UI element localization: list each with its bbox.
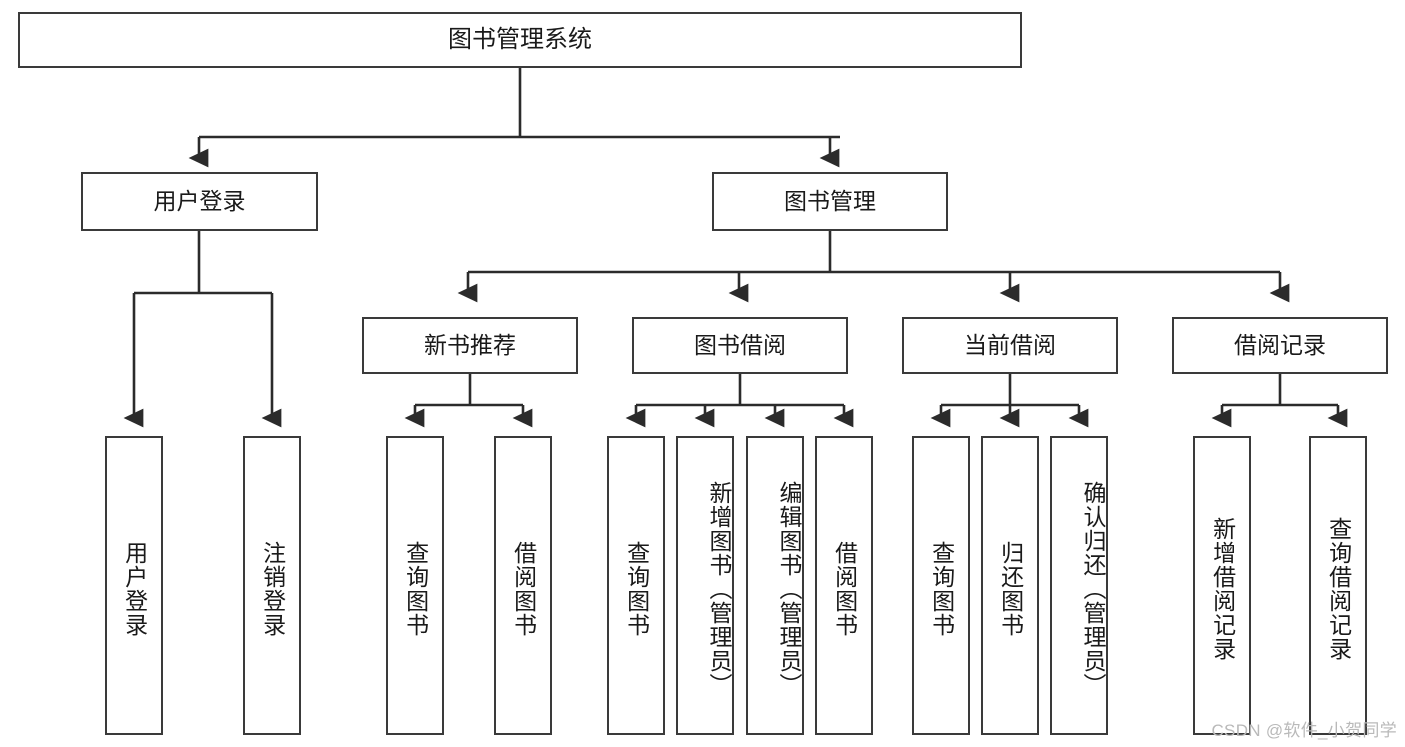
node-user-login[interactable]: 用户登录 (81, 172, 318, 231)
node-current-borrow[interactable]: 当前借阅 (902, 317, 1118, 374)
node-root-label: 图书管理系统 (448, 25, 592, 53)
node-leaf-borrow-book-1[interactable]: 借阅图书 (494, 436, 552, 735)
node-leaf-confirm-return[interactable]: 确认归还（管理员） (1050, 436, 1108, 735)
node-new-book-rec[interactable]: 新书推荐 (362, 317, 578, 374)
node-leaf-user-login[interactable]: 用户登录 (105, 436, 163, 735)
node-leaf-query-book-3-label: 查询图书 (928, 540, 955, 637)
node-borrow-record-label: 借阅记录 (1234, 331, 1326, 358)
csdn-watermark: CSDN @软件_小贺同学 (1211, 721, 1397, 740)
node-user-login-label: 用户登录 (153, 187, 246, 214)
node-book-borrow[interactable]: 图书借阅 (632, 317, 848, 374)
node-leaf-add-record-label: 新增借阅记录 (1209, 516, 1236, 661)
node-current-borrow-label: 当前借阅 (964, 331, 1056, 358)
node-leaf-return-book-label: 归还图书 (997, 540, 1024, 637)
node-leaf-borrow-book-2-label: 借阅图书 (831, 540, 858, 637)
node-leaf-add-book-label: 新增图书（管理员） (706, 480, 732, 697)
node-leaf-edit-book-label: 编辑图书（管理员） (776, 480, 802, 697)
node-leaf-query-book-2[interactable]: 查询图书 (607, 436, 665, 735)
node-leaf-query-record[interactable]: 查询借阅记录 (1309, 436, 1367, 735)
node-leaf-query-book-1[interactable]: 查询图书 (386, 436, 444, 735)
node-leaf-logout-label: 注销登录 (259, 540, 286, 637)
node-book-borrow-label: 图书借阅 (694, 331, 786, 358)
node-new-book-rec-label: 新书推荐 (424, 331, 516, 358)
node-leaf-user-login-label: 用户登录 (121, 540, 148, 637)
node-leaf-query-book-3[interactable]: 查询图书 (912, 436, 970, 735)
node-leaf-add-book[interactable]: 新增图书（管理员） (676, 436, 734, 735)
node-book-manage[interactable]: 图书管理 (712, 172, 948, 231)
node-leaf-query-book-1-label: 查询图书 (402, 540, 429, 637)
node-leaf-borrow-book-2[interactable]: 借阅图书 (815, 436, 873, 735)
node-leaf-query-record-label: 查询借阅记录 (1325, 516, 1352, 661)
node-leaf-confirm-return-label: 确认归还（管理员） (1080, 480, 1106, 697)
node-leaf-query-book-2-label: 查询图书 (623, 540, 650, 637)
node-leaf-logout[interactable]: 注销登录 (243, 436, 301, 735)
node-leaf-edit-book[interactable]: 编辑图书（管理员） (746, 436, 804, 735)
node-leaf-return-book[interactable]: 归还图书 (981, 436, 1039, 735)
node-borrow-record[interactable]: 借阅记录 (1172, 317, 1388, 374)
node-leaf-borrow-book-1-label: 借阅图书 (510, 540, 537, 637)
node-root[interactable]: 图书管理系统 (18, 12, 1022, 68)
node-book-manage-label: 图书管理 (784, 187, 876, 214)
node-leaf-add-record[interactable]: 新增借阅记录 (1193, 436, 1251, 735)
